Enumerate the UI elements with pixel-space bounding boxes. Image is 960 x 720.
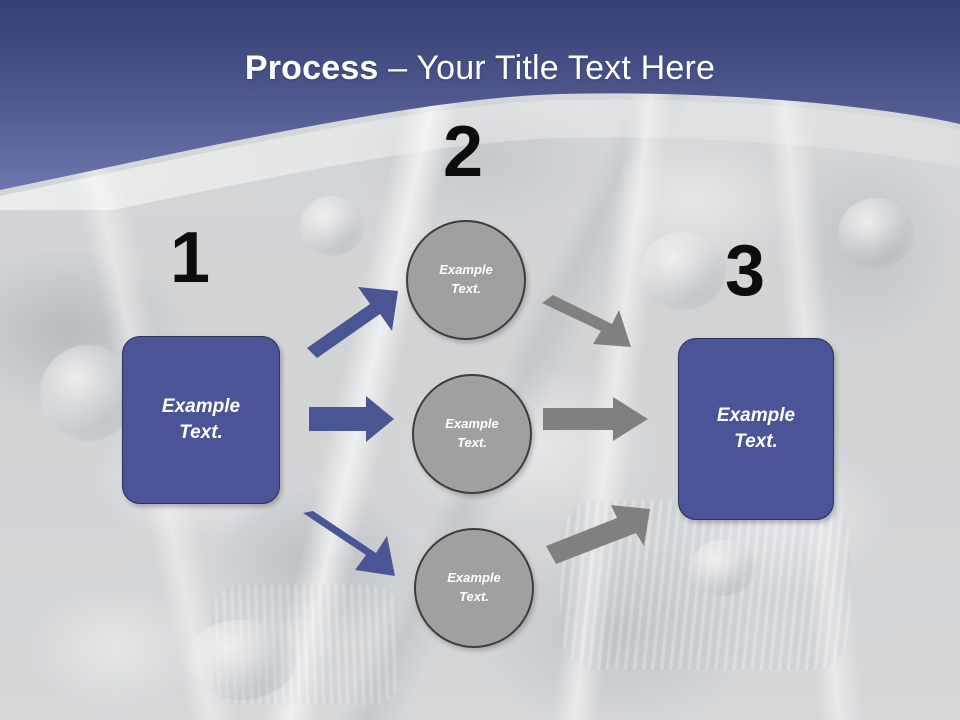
process-circle-top[interactable]: Example Text. [406,220,526,340]
process-end-box-line2: Text. [734,431,778,452]
process-circle-top-text: Example Text. [439,261,492,299]
process-circle-middle-line1: Example [445,416,499,432]
engine-bore-1 [40,345,136,441]
header-curve-shape [0,0,960,210]
process-start-box-text: Example Text. [162,394,240,445]
process-start-box[interactable]: Example Text. [122,336,280,504]
process-end-box[interactable]: Example Text. [678,338,834,520]
process-start-box-line1: Example [161,396,241,418]
process-circle-top-line1: Example [439,262,493,278]
process-end-box-text: Example Text. [717,403,795,454]
process-start-box-line2: Text. [179,422,223,443]
page-title-strong: Process [244,49,379,87]
process-circle-top-line2: Text. [451,281,481,296]
page-title-rest: – Your Title Text Here [378,49,716,87]
engine-bore-5 [186,620,296,700]
process-circle-middle[interactable]: Example Text. [412,374,532,494]
process-circle-bottom-line2: Text. [459,589,489,604]
page-title: Process – Your Title Text Here [0,48,960,88]
process-circle-bottom[interactable]: Example Text. [414,528,534,648]
step-number-3: 3 [725,231,766,311]
engine-bore-4 [300,196,364,256]
process-circle-bottom-line1: Example [447,570,501,586]
slide-header-banner: Process – Your Title Text Here [0,0,960,210]
engine-bore-6 [690,540,756,596]
process-end-box-line1: Example [716,405,796,427]
engine-bore-2 [640,232,726,310]
process-circle-middle-line2: Text. [457,435,487,450]
step-number-2: 2 [443,112,484,192]
process-circle-bottom-text: Example Text. [447,569,500,607]
process-circle-middle-text: Example Text. [445,415,498,453]
engine-bore-3 [838,198,914,268]
step-number-1: 1 [170,218,211,298]
